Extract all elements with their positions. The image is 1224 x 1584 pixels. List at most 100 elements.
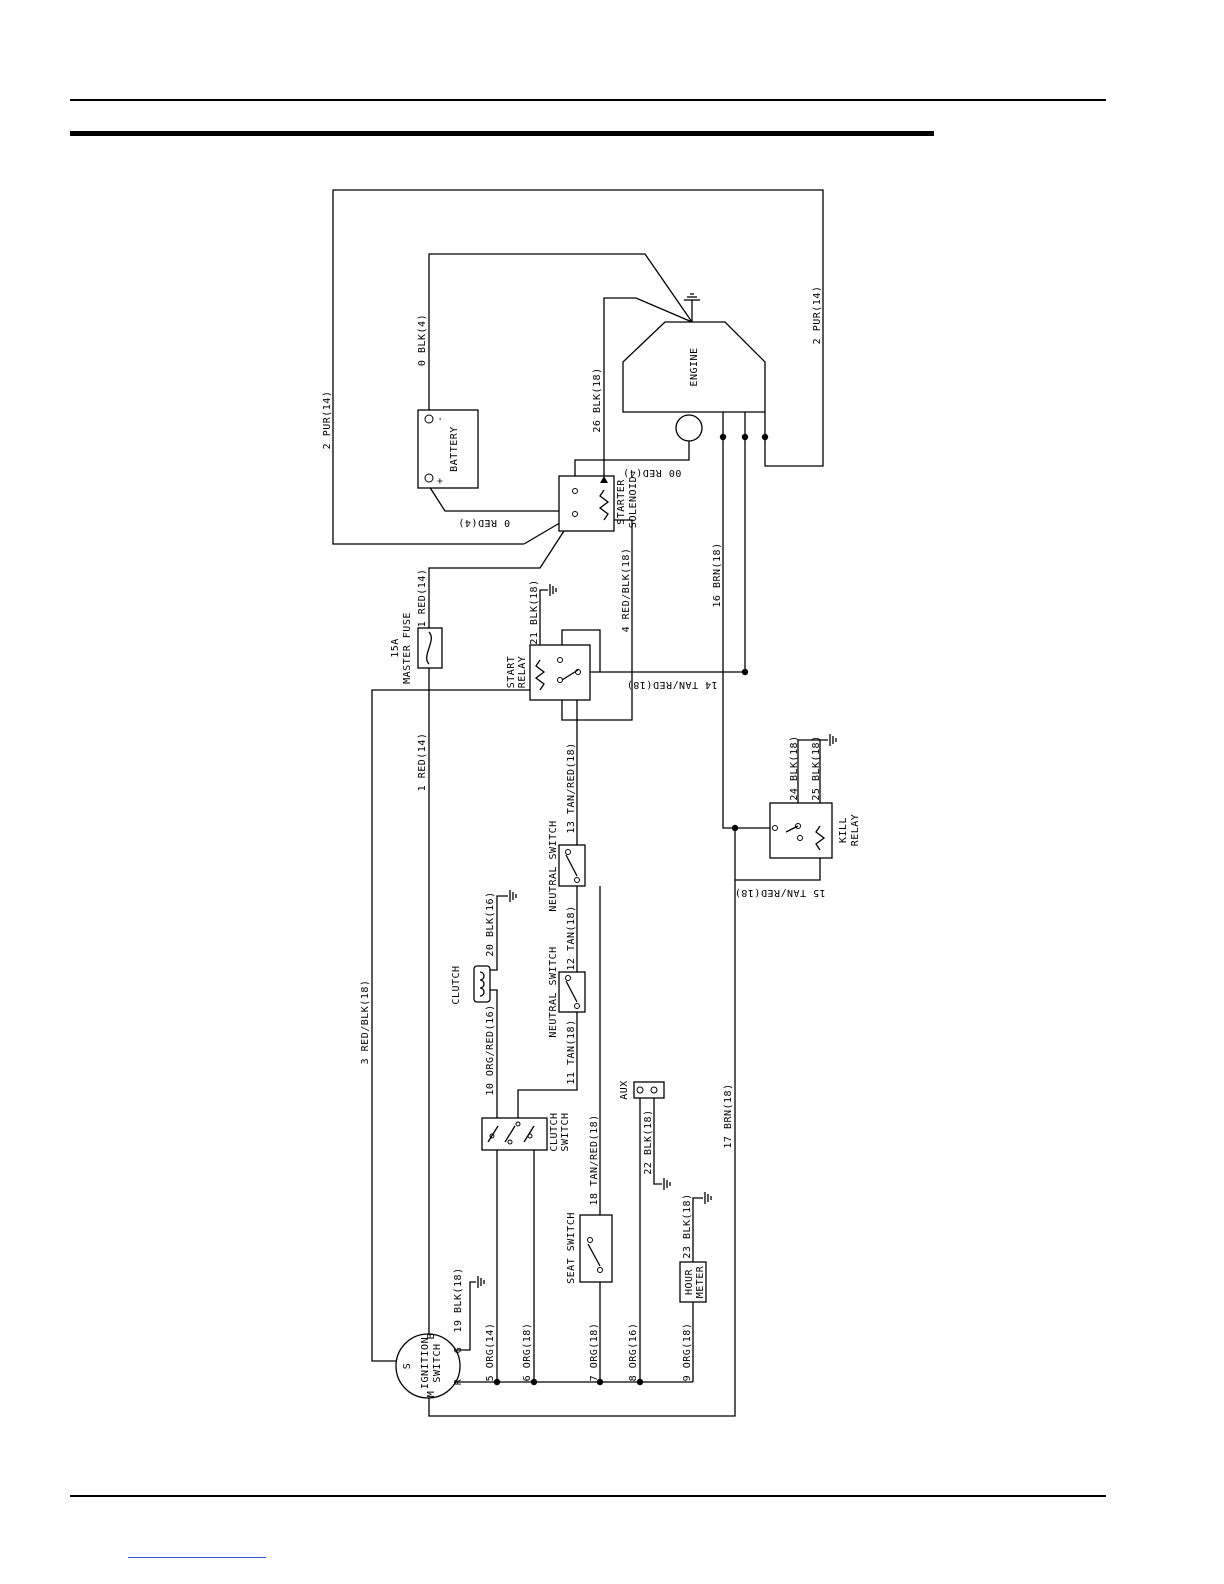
battery-label: BATTERY bbox=[449, 426, 460, 472]
wire-label: 2 PUR(14) bbox=[322, 391, 333, 450]
clutch-switch: CLUTCH SWITCH bbox=[481, 1112, 571, 1152]
hour-meter-label-1: HOUR bbox=[684, 1268, 695, 1295]
ignition-label-2: SWITCH bbox=[432, 1343, 443, 1382]
wire-label: 11 TAN(18) bbox=[566, 1019, 577, 1084]
wire-label: 0 BLK(4) bbox=[417, 314, 428, 366]
battery-pos-label: + bbox=[435, 477, 446, 484]
ground-icon bbox=[704, 1192, 712, 1204]
engine-label: ENGINE bbox=[689, 347, 700, 386]
wires bbox=[332, 189, 828, 1417]
aux-connector: AUX bbox=[619, 1080, 665, 1100]
ignition-terminal-g: G bbox=[453, 1347, 464, 1354]
ignition-terminal-s: S bbox=[402, 1363, 413, 1370]
wire-label: 9 ORG(18) bbox=[682, 1323, 693, 1382]
ground-icon bbox=[549, 584, 557, 596]
wire-label: 18 TAN/RED(18) bbox=[589, 1114, 600, 1205]
starter-solenoid-label-2: SOLENOID bbox=[628, 476, 639, 528]
battery-neg-label: - bbox=[435, 415, 446, 422]
wire-11-tan bbox=[517, 1012, 578, 1120]
wire-26-blk bbox=[603, 297, 693, 478]
wire-label: 5 ORG(14) bbox=[485, 1323, 496, 1382]
hour-meter: HOUR METER bbox=[679, 1261, 707, 1303]
ground-icon bbox=[663, 1178, 671, 1190]
start-relay: START RELAY bbox=[506, 644, 591, 701]
seat-switch-label: SEAT SWITCH bbox=[566, 1212, 577, 1284]
hour-meter-label-2: METER bbox=[695, 1265, 706, 1298]
master-fuse-label-2: MASTER FUSE bbox=[402, 612, 413, 684]
ignition-terminal-b: B bbox=[426, 1333, 437, 1340]
battery: BATTERY - + bbox=[417, 409, 479, 489]
wire-23-blk bbox=[692, 1197, 703, 1262]
engine: ENGINE bbox=[622, 321, 766, 413]
wire-label: 21 BLK(18) bbox=[529, 579, 540, 644]
neutral-switch-1: NEUTRAL SWITCH bbox=[548, 820, 586, 912]
ignition-label-1: IGNITION bbox=[420, 1337, 431, 1389]
aux-label: AUX bbox=[619, 1080, 630, 1100]
wire-label: 23 BLK(18) bbox=[682, 1193, 693, 1258]
wire-label: 0 RED(4) bbox=[458, 517, 510, 528]
wire-label: 8 ORG(16) bbox=[628, 1323, 639, 1382]
wire-label: 17 BRN(18) bbox=[723, 1083, 734, 1148]
ground-icon bbox=[829, 734, 837, 746]
ignition-terminal-m: M bbox=[426, 1391, 437, 1398]
wire-0-blk bbox=[428, 253, 693, 413]
clutch-switch-label-2: SWITCH bbox=[560, 1112, 571, 1151]
wire-label: 13 TAN/RED(18) bbox=[566, 742, 577, 833]
junctions bbox=[493, 433, 769, 1386]
wire-label: 24 BLK(18) bbox=[789, 735, 800, 800]
clutch-switch-label-1: CLUTCH bbox=[549, 1112, 560, 1151]
neutral-switch-2: NEUTRAL SWITCH bbox=[548, 946, 586, 1038]
wire-label: 10 ORG/RED(16) bbox=[485, 1004, 496, 1095]
kill-relay: KILL RELAY bbox=[769, 802, 861, 859]
wire-17-brn bbox=[428, 828, 736, 1417]
starter-solenoid-label-1: STARTER bbox=[616, 479, 627, 525]
neutral-switch-1-label: NEUTRAL SWITCH bbox=[548, 820, 559, 911]
ground-icon bbox=[509, 890, 517, 902]
wire-16-brn-b bbox=[722, 412, 775, 829]
wire-15-tan-red bbox=[735, 850, 821, 881]
ground-symbols bbox=[477, 293, 837, 1288]
ground-icon bbox=[684, 293, 700, 322]
wire-label: 3 RED/BLK(18) bbox=[360, 980, 371, 1065]
wire-label: 1 RED(14) bbox=[417, 733, 428, 792]
clutch-label: CLUTCH bbox=[451, 965, 462, 1004]
starter-solenoid: STARTER SOLENOID bbox=[558, 475, 639, 532]
clutch: CLUTCH bbox=[451, 965, 491, 1005]
wire-label: 12 TAN(18) bbox=[566, 905, 577, 970]
ignition-terminal-r: R bbox=[453, 1378, 464, 1385]
master-fuse: 15A MASTER FUSE bbox=[390, 612, 443, 684]
header-rule bbox=[70, 131, 934, 136]
wire-label: 4 RED/BLK(18) bbox=[621, 548, 632, 633]
wire-labels: 0 BLK(4) 2 PUR(14) 2 PUR(14) 26 BLK(18) … bbox=[322, 286, 826, 1382]
footer-link-underline bbox=[128, 1557, 266, 1558]
wire-2-pur-outer bbox=[332, 189, 824, 545]
footer-rule bbox=[70, 1495, 1106, 1497]
wire-24-blk bbox=[797, 739, 828, 826]
wire-3-red-blk bbox=[371, 689, 530, 1362]
wire-label: 15 TAN/RED(18) bbox=[734, 887, 825, 898]
wire-label: 6 ORG(18) bbox=[522, 1323, 533, 1382]
kill-relay-label-2: RELAY bbox=[850, 814, 861, 847]
wire-label: 19 BLK(18) bbox=[453, 1267, 464, 1332]
wire-label: 25 BLK(18) bbox=[811, 735, 822, 800]
top-rule bbox=[70, 99, 1106, 101]
wire-label: 1 RED(14) bbox=[417, 569, 428, 628]
wire-4-red-blk bbox=[561, 519, 633, 721]
wire-19-blk bbox=[455, 1281, 476, 1351]
wire-21-blk bbox=[539, 589, 548, 657]
wire-22-blk bbox=[653, 1098, 662, 1185]
starter-motor bbox=[675, 414, 703, 442]
neutral-switch-2-label: NEUTRAL SWITCH bbox=[548, 946, 559, 1037]
wire-label: 22 BLK(18) bbox=[643, 1109, 654, 1174]
wire-label: 14 TAN/RED(18) bbox=[626, 679, 717, 690]
wire-label: 7 ORG(18) bbox=[589, 1323, 600, 1382]
wire-1-red-top bbox=[428, 513, 576, 628]
wire-label: 2 PUR(14) bbox=[812, 286, 823, 345]
wire-label: 00 RED(4) bbox=[623, 467, 682, 478]
ignition-switch: IGNITION SWITCH S B G R M bbox=[395, 1333, 464, 1399]
start-relay-label-2: RELAY bbox=[517, 656, 528, 689]
seat-switch: SEAT SWITCH bbox=[566, 1212, 613, 1284]
wire-20-blk bbox=[487, 895, 508, 971]
kill-relay-label-1: KILL bbox=[838, 817, 849, 843]
